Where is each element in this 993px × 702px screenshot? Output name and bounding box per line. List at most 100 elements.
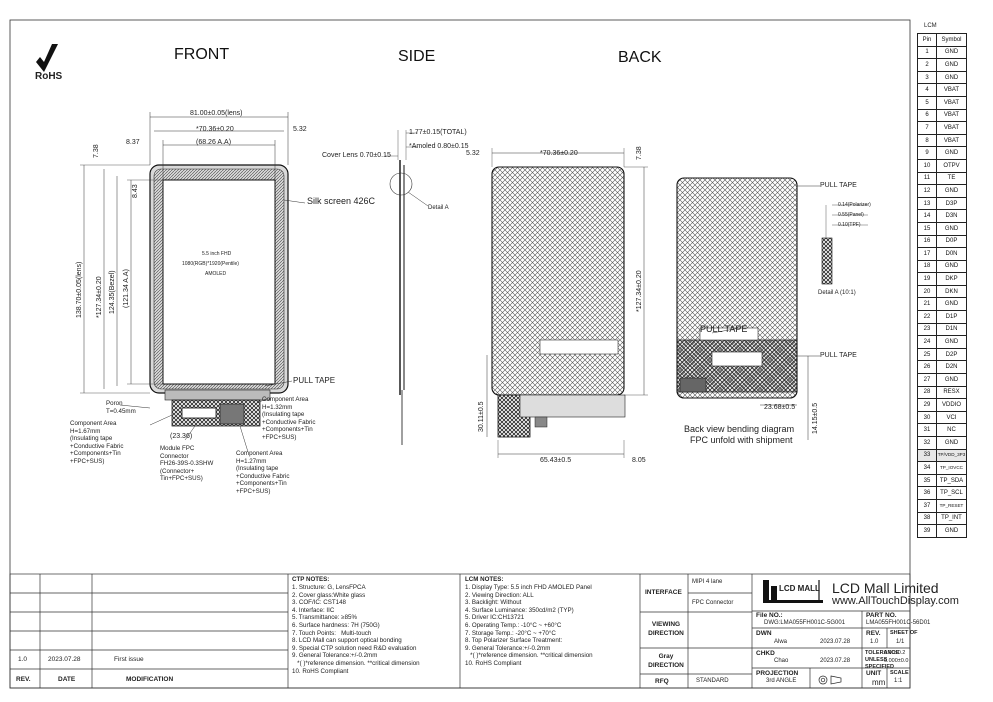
gray-label: Gray DIRECTION bbox=[648, 653, 684, 669]
front-title: FRONT bbox=[174, 46, 230, 63]
viewing-label: VIEWING DIRECTION bbox=[648, 621, 684, 637]
pin-number: 6 bbox=[917, 108, 937, 123]
symbol-header: Symbol bbox=[936, 33, 967, 47]
company-name: LCD Mall Limited bbox=[832, 580, 939, 596]
sheet-val: 1/1 bbox=[896, 639, 905, 645]
pin-number: 13 bbox=[917, 196, 937, 211]
pin-symbol: TP_SCL bbox=[936, 486, 967, 500]
interface-fpc: FPC Connector bbox=[692, 600, 734, 606]
pin-symbol: D1N bbox=[936, 322, 967, 337]
pin-number: 27 bbox=[917, 373, 937, 387]
pin-symbol: GND bbox=[936, 297, 967, 312]
pin-symbol: GND bbox=[936, 436, 967, 450]
pin-symbol: OTPV bbox=[936, 158, 967, 173]
pin-number: 7 bbox=[917, 121, 937, 135]
note-line: 8. LCD Mall can support optical bonding bbox=[292, 637, 402, 645]
pin-symbol: GND bbox=[936, 335, 967, 349]
component-left-note: Component Area H=1.67mm (Insulating tape… bbox=[70, 420, 124, 465]
back-dim-top: 7.38 bbox=[636, 146, 643, 160]
pin-symbol: GND bbox=[936, 221, 967, 236]
pin-symbol: TE bbox=[936, 171, 967, 186]
rohs-label: RoHS bbox=[35, 71, 63, 82]
front-dim-right: 5.32 bbox=[293, 126, 307, 133]
note-line: 7. Storage Temp.: -20°C ~ +70°C bbox=[465, 629, 556, 637]
back-dim-fpc-h: 30.11±0.5 bbox=[478, 401, 485, 432]
title-block-grid bbox=[9, 573, 911, 689]
scale-value: 1:1 bbox=[894, 678, 903, 684]
pin-symbol: D1P bbox=[936, 310, 967, 324]
unit-label: UNIT bbox=[866, 670, 882, 677]
pin-symbol: GND bbox=[936, 259, 967, 274]
part-no-label: PART NO. bbox=[866, 612, 897, 619]
pin-symbol: GND bbox=[936, 70, 967, 85]
pin-number: 24 bbox=[917, 335, 937, 349]
interface-mipi: MIPI 4 lane bbox=[692, 579, 723, 585]
company-logo-icon bbox=[763, 580, 823, 603]
back-dim-w: *70.36±0.20 bbox=[540, 150, 578, 157]
note-line: 3. COF/IC: CST148 bbox=[292, 599, 346, 607]
pin-number: 28 bbox=[917, 385, 937, 400]
front-dim-fpc: (23.36) bbox=[170, 433, 193, 440]
pin-symbol: D0P bbox=[936, 234, 967, 249]
display-line1: 5.5 inch FHD bbox=[202, 251, 232, 257]
pin-symbol: GND bbox=[936, 524, 967, 538]
unit-value: mm bbox=[872, 678, 886, 687]
projection-symbol-icon bbox=[818, 675, 842, 685]
back-title: BACK bbox=[618, 49, 662, 66]
detail-a-label: Detail A (10:1) bbox=[818, 290, 856, 296]
rev-val: 1.0 bbox=[870, 639, 879, 645]
pin-number: 22 bbox=[917, 310, 937, 324]
pin-number: 10 bbox=[917, 158, 937, 173]
pin-number: 37 bbox=[917, 498, 937, 513]
back-pull-tape-1: PULL TAPE bbox=[820, 182, 857, 189]
rfq-label: RFQ bbox=[655, 678, 669, 685]
pin-symbol: D3N bbox=[936, 209, 967, 223]
pin-symbol: VBAT bbox=[936, 95, 967, 110]
back-dim-14: 14.15±0.5 bbox=[812, 402, 819, 434]
pin-symbol: GND bbox=[936, 58, 967, 72]
front-dim-top2: 8.43 bbox=[132, 184, 139, 198]
note-line: 4. Interface: IIC bbox=[292, 606, 335, 614]
pin-number: 9 bbox=[917, 146, 937, 160]
lcm-label: LCM bbox=[924, 23, 937, 29]
pin-number: 14 bbox=[917, 209, 937, 223]
pin-number: 18 bbox=[917, 259, 937, 274]
pin-symbol: TP_IOVCC bbox=[936, 461, 967, 475]
note-line: *( )*reference dimension. **critical dim… bbox=[292, 659, 420, 667]
back-dim-h: *127.34±0.20 bbox=[636, 270, 643, 312]
component-top-note: Component Area H=1.32mm (Insulating tape… bbox=[262, 396, 316, 441]
projection-label: PROJECTION bbox=[756, 670, 799, 677]
back-bending-drawing bbox=[676, 177, 868, 440]
pin-symbol: VBAT bbox=[936, 121, 967, 135]
pin-symbol: TP/VDD_3P3 bbox=[936, 448, 967, 463]
pin-number: 20 bbox=[917, 284, 937, 299]
lcm-notes-list: 1. Display Type: 5.5 inch FHD AMOLED Pan… bbox=[465, 584, 593, 668]
lcm-notes-title: LCM NOTES: bbox=[465, 576, 504, 583]
back-pull-tape-2: PULL TAPE bbox=[700, 324, 748, 334]
projection-value: 3rd ANGLE bbox=[766, 678, 797, 684]
pin-number: 38 bbox=[917, 511, 937, 526]
pin-number: 4 bbox=[917, 83, 937, 97]
pin-number: 31 bbox=[917, 423, 937, 437]
pin-symbol: VBAT bbox=[936, 83, 967, 97]
back-dim-bottom: 65.43±0.5 bbox=[540, 457, 572, 464]
